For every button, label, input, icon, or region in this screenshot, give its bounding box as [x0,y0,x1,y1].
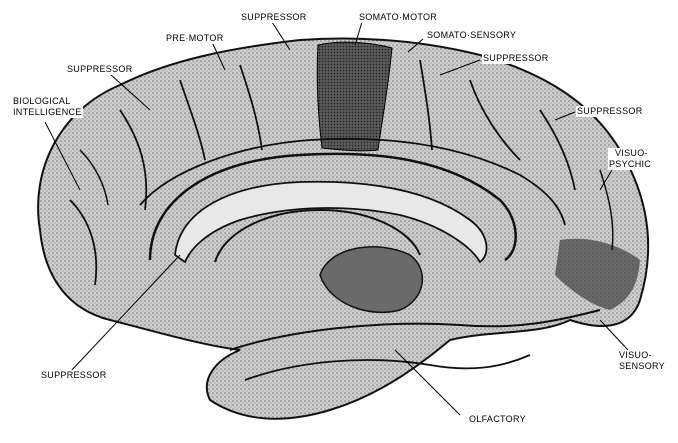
label-suppressor-top: SUPPRESSOR [240,12,308,23]
label-olfactory: OLFACTORY [468,414,527,425]
label-visuo-sensory-line2: SENSORY [619,361,665,372]
label-biological-intelligence: BIOLOGICAL INTELLIGENCE [12,96,83,118]
label-visuo-psychic-line1: VISUO- [609,148,651,159]
label-suppressor-upper-right: SUPPRESSOR [482,53,550,64]
label-visuo-sensory: VISUO- SENSORY [618,350,666,372]
label-visuo-sensory-line1: VISUO- [619,350,665,361]
label-somato-sensory: SOMATO·SENSORY [426,30,517,41]
label-biological-intelligence-line1: BIOLOGICAL [13,96,82,107]
label-suppressor-right: SUPPRESSOR [576,106,644,117]
label-biological-intelligence-line2: INTELLIGENCE [13,107,82,118]
label-visuo-psychic: VISUO- PSYCHIC [608,148,652,170]
label-suppressor-bottom: SUPPRESSOR [40,370,108,381]
label-suppressor-upper-left: SUPPRESSOR [66,64,134,75]
label-somato-motor: SOMATO·MOTOR [358,12,438,23]
label-pre-motor: PRE·MOTOR [165,33,225,44]
label-visuo-psychic-line2: PSYCHIC [609,159,651,170]
